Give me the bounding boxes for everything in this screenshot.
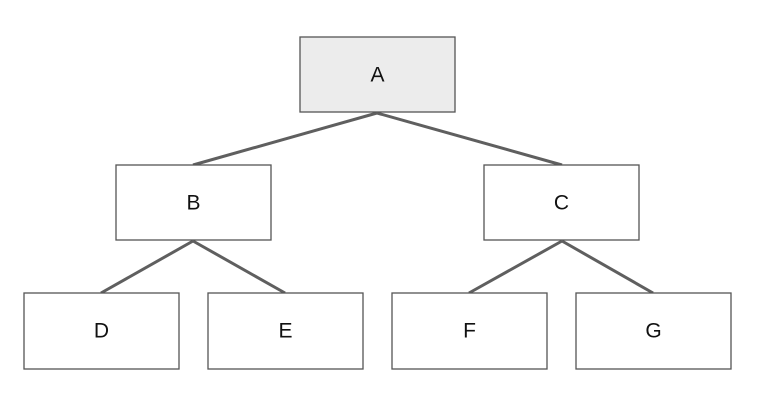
- node-e-label: E: [278, 320, 292, 343]
- node-d-box: [23, 292, 180, 370]
- node-b-box: [115, 164, 272, 241]
- node-c-box: [483, 164, 640, 241]
- node-e: E: [207, 292, 364, 370]
- node-d-label: D: [94, 320, 109, 343]
- node-f: F: [391, 292, 548, 370]
- edge-b-d: [100, 239, 194, 295]
- node-c: C: [483, 164, 640, 241]
- node-a: A: [299, 36, 456, 113]
- node-f-label: F: [463, 320, 476, 343]
- node-a-box: [299, 36, 456, 113]
- edge-a-b: [192, 111, 378, 167]
- node-c-label: C: [554, 192, 569, 215]
- node-g-box: [575, 292, 732, 370]
- node-e-box: [207, 292, 364, 370]
- edge-c-f: [468, 239, 563, 295]
- node-a-label: A: [370, 64, 384, 87]
- node-g: G: [575, 292, 732, 370]
- node-b-label: B: [186, 192, 200, 215]
- node-d: D: [23, 292, 180, 370]
- edge-b-e: [192, 239, 286, 295]
- node-b: B: [115, 164, 272, 241]
- node-g-label: G: [645, 320, 661, 343]
- node-f-box: [391, 292, 548, 370]
- edge-a-c: [376, 111, 563, 167]
- edge-c-g: [561, 239, 654, 295]
